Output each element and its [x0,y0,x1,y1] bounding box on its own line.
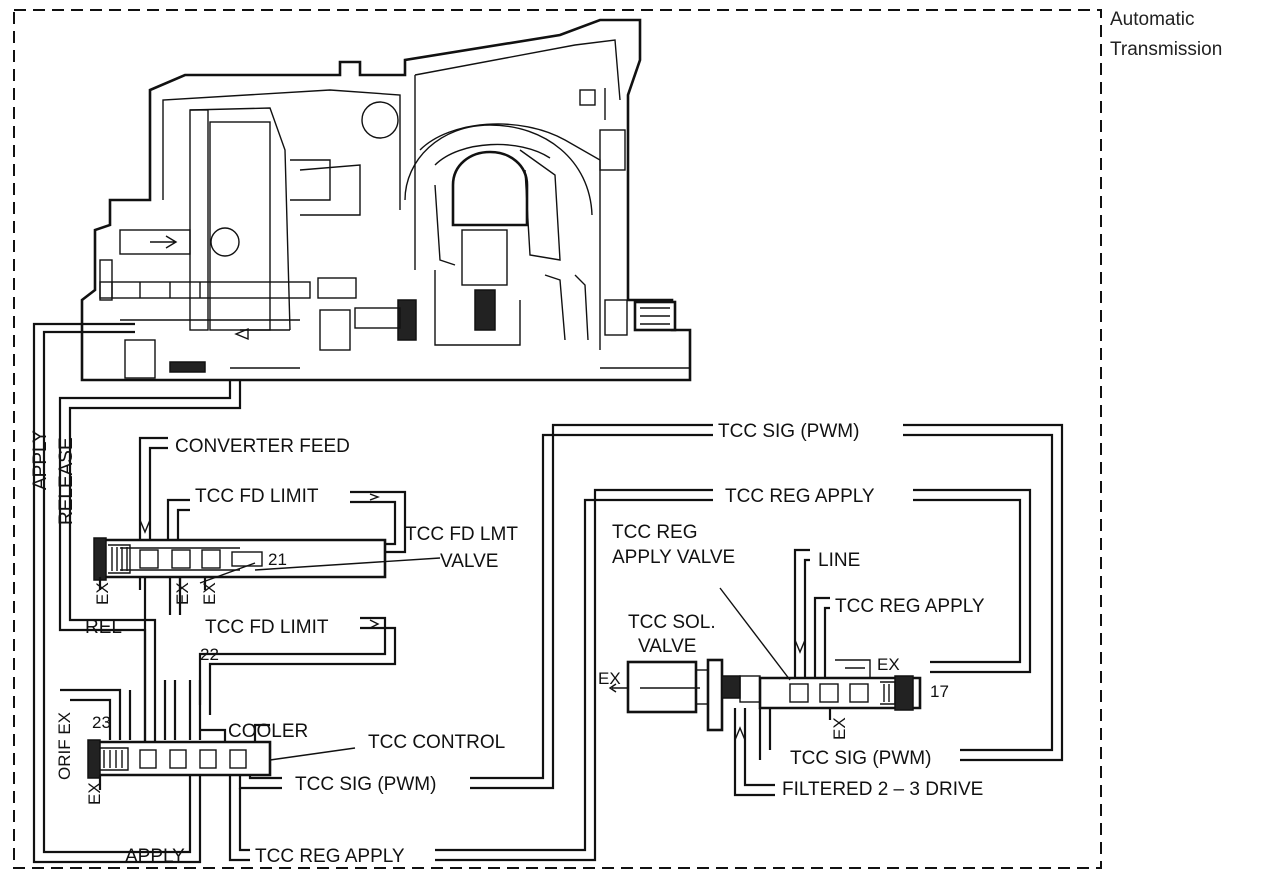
connecting-passages [435,423,1064,862]
ex-port-label: EX [93,582,112,605]
tcc-reg-apply-valve-label-1: TCC REG [612,522,698,543]
tcc-sig-pwm-top-label: TCC SIG (PWM) [718,421,859,442]
orif-ex-label: ORIF EX [55,712,74,780]
tcc-sig-pwm-right-label: TCC SIG (PWM) [790,748,931,769]
number-23: 23 [92,713,111,732]
tcc-fd-limit-top-label: TCC FD LIMIT [195,486,319,507]
tcc-sol-valve-label-1: TCC SOL. [628,612,716,633]
ex-port-label: EX [598,669,621,688]
number-17: 17 [930,682,949,701]
title-line-2: Transmission [1110,39,1222,60]
tcc-reg-apply-right-label: TCC REG APPLY [835,596,985,617]
tcc-fd-lmt-valve [93,436,441,760]
tcc-reg-apply-top-label: TCC REG APPLY [725,486,875,507]
rel-label: REL [85,617,122,638]
tcc-reg-apply-valve-label-2: APPLY VALVE [612,547,735,568]
tcc-control-label: TCC CONTROL [368,732,505,753]
apply-left-label: APPLY [30,430,51,490]
title-block: Automatic Transmission [1110,9,1222,60]
number-21: 21 [268,550,287,569]
tcc-sig-pwm-left-label: TCC SIG (PWM) [295,774,436,795]
tcc-control-valve [60,680,356,862]
dashed-boundary [13,9,1102,869]
tcc-sol-valve-label-2: VALVE [638,636,696,657]
left-passages [32,322,242,864]
release-left-label: RELEASE [56,437,77,525]
ex-port-label: EX [85,782,104,805]
tcc-fd-lmt-valve-label-2: VALVE [440,551,498,572]
cooler-label: COOLER [228,721,308,742]
ex-port-label: EX [200,582,219,605]
converter-feed-label: CONVERTER FEED [175,436,350,457]
transmission-cutaway [80,18,692,382]
tcc-fd-limit-bottom-label: TCC FD LIMIT [205,617,329,638]
ex-port-label: EX [830,717,849,740]
tcc-fd-lmt-valve-label-1: TCC FD LMT [405,524,518,545]
ex-port-label: EX [877,655,900,674]
apply-bottom-label: APPLY [125,846,185,867]
filtered-drive-label: FILTERED 2 – 3 DRIVE [782,779,983,800]
title-line-1: Automatic [1110,9,1194,30]
line-label: LINE [818,550,860,571]
ex-port-label: EX [173,582,192,605]
tcc-reg-apply-bottom-label: TCC REG APPLY [255,846,405,867]
number-22: 22 [200,645,219,664]
tcc-reg-apply-valve [608,548,922,797]
